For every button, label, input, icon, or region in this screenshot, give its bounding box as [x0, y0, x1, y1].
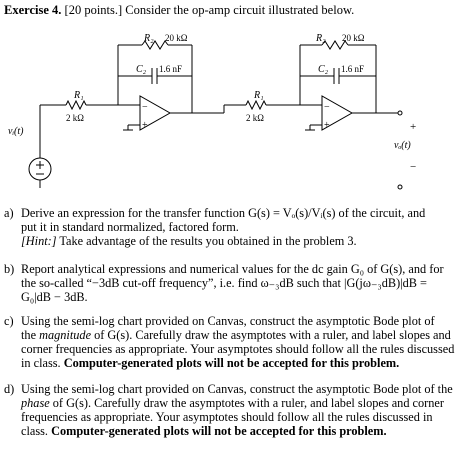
question-c-emphasis: magnitude [39, 328, 92, 342]
question-d-emphasis: phase [21, 396, 50, 410]
opamp-right-plus: + [324, 120, 330, 131]
question-b-line1: Report analytical expressions and numeri… [21, 262, 444, 276]
input-network-left [39, 76, 140, 188]
question-c: c) Using the semi-log chart provided on … [4, 314, 470, 370]
question-d: d) Using the semi-log chart provided on … [4, 382, 470, 438]
opamp-left-plus: + [142, 120, 148, 131]
question-d-line1: Using the semi-log chart provided on Can… [21, 382, 453, 396]
input-resistor-r1-right [245, 99, 322, 111]
r1-left-value: 2 kΩ [66, 113, 84, 123]
question-d-label: d) [4, 382, 15, 396]
voltage-source [28, 157, 52, 181]
r2-left-label: R₂ [143, 33, 154, 44]
question-c-line3: corner frequencies as appropriate. Your … [21, 342, 455, 356]
feedback-resistor-r2-right [299, 40, 377, 113]
c2-right-value: 1.6 nF [341, 64, 364, 74]
question-d-bold: Computer-generated plots will not be acc… [51, 424, 387, 438]
question-b-line3: G₀|dB − 3dB. [21, 290, 88, 304]
feedback-capacitor-c2-right [300, 68, 376, 84]
question-d-line2: phase of G(s). Carefully draw the asympt… [21, 396, 470, 410]
exercise-title: Exercise 4. [20 points.] Consider the op… [4, 3, 354, 18]
r2-left-value: 20 kΩ [165, 33, 188, 43]
r1-right-label: R₁ [253, 90, 264, 101]
question-b-line2: the so-called “−3dB cut-off frequency”, … [21, 276, 427, 290]
c2-right-label: C₂ [318, 64, 329, 75]
question-a: a) Derive an expression for the transfer… [4, 206, 470, 248]
opamp-left-minus: − [142, 102, 148, 113]
question-a-line1: Derive an expression for the transfer fu… [21, 206, 426, 220]
r1-left-label: R₁ [73, 90, 84, 101]
r2-right-value: 20 kΩ [342, 33, 365, 43]
vi-label: vᵢ(t) [8, 126, 24, 137]
r1-right-value: 2 kΩ [246, 113, 264, 123]
exercise-intro: Consider the op-amp circuit illustrated … [125, 3, 355, 17]
exercise-number: Exercise 4. [4, 3, 62, 17]
question-c-bold: Computer-generated plots will not be acc… [63, 356, 400, 370]
question-c-line2-pre: the [21, 328, 40, 342]
question-a-line2: put it in standard normalized, factored … [21, 220, 239, 234]
output-terminal [397, 110, 403, 190]
vo-label: vₒ(t) [394, 140, 411, 151]
question-c-line2-post: of G(s). Carefully draw the asymptotes w… [91, 328, 451, 342]
question-d-line4-pre: class. [21, 424, 52, 438]
opamp-right-minus: − [324, 102, 330, 113]
feedback-capacitor-c2-left [118, 68, 192, 84]
output-plus: + [410, 121, 416, 133]
question-d-line3: frequencies as appropriate. Your asympto… [21, 410, 433, 424]
question-d-line4: class. Computer-generated plots will not… [21, 424, 470, 438]
question-a-hint: [Hint:] Take advantage of the results yo… [21, 234, 470, 248]
question-a-label: a) [4, 206, 14, 220]
question-d-line2-post: of G(s). Carefully draw the asymptotes w… [49, 396, 444, 410]
hint-label: [Hint:] [21, 234, 57, 248]
c2-left-value: 1.6 nF [159, 64, 182, 74]
question-c-label: c) [4, 314, 14, 328]
hint-text: Take advantage of the results you obtain… [56, 234, 357, 248]
opamp-circuit-diagram: R₂ 20 kΩ C₂ 1.6 nF R₁ 2 kΩ vᵢ(t) − + [8, 33, 416, 190]
question-c-line4-pre: in class. [21, 356, 64, 370]
feedback-resistor-r2-left [117, 40, 193, 113]
r2-right-label: R₂ [315, 33, 326, 44]
question-c-line2: the magnitude of G(s). Carefully draw th… [21, 328, 470, 342]
output-minus: − [410, 161, 416, 173]
question-b-label: b) [4, 262, 15, 276]
c2-left-label: C₂ [136, 64, 147, 75]
opamp-right [305, 95, 398, 131]
opamp-left [123, 95, 192, 131]
exercise-points: [20 points.] [64, 3, 123, 17]
question-c-line4: in class. Computer-generated plots will … [21, 356, 470, 370]
question-c-line1: Using the semi-log chart provided on Can… [21, 314, 435, 328]
question-b: b) Report analytical expressions and num… [4, 262, 470, 304]
